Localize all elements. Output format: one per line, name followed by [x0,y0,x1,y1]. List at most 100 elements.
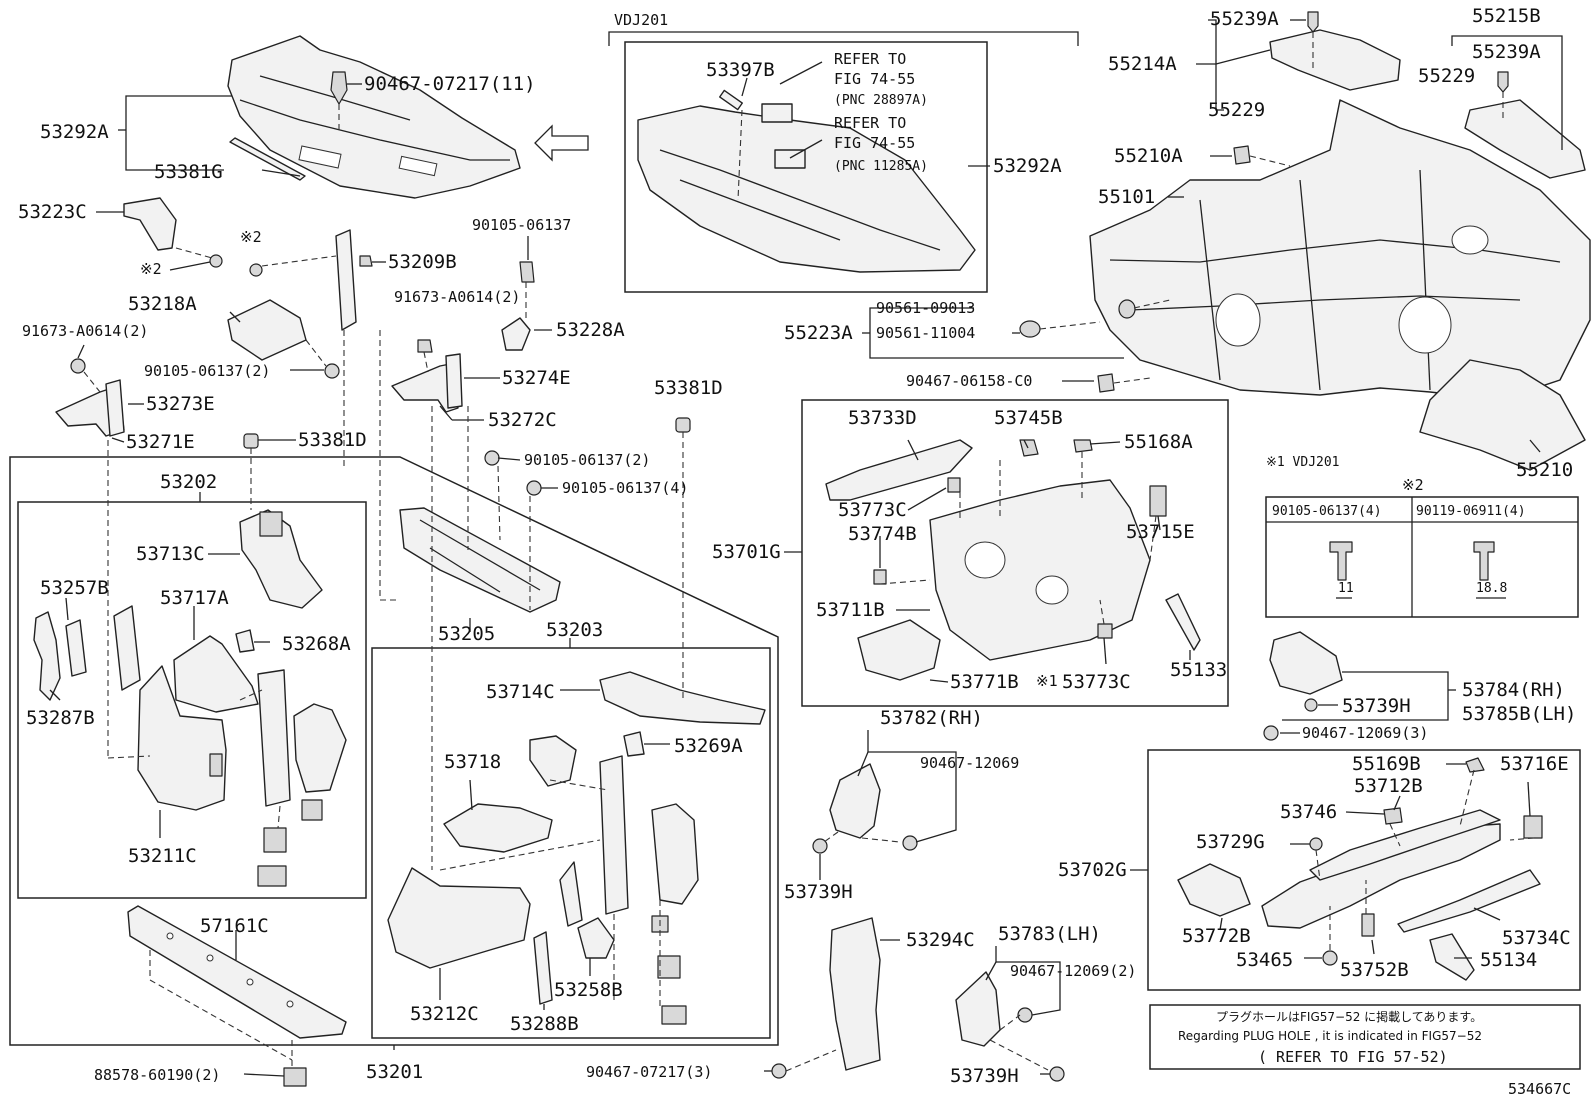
label-53203[interactable]: 53203 [546,619,603,641]
label-53272c[interactable]: 53272C [488,409,557,431]
label-90561-09013[interactable]: 90561-09013 [876,299,975,317]
label-55239a-right[interactable]: 55239A [1472,41,1541,63]
label-90105-06137[interactable]: 90105-06137 [472,216,571,234]
label-53381d-left[interactable]: 53381D [298,429,367,451]
label-53745b[interactable]: 53745B [994,407,1063,429]
label-55215b[interactable]: 55215B [1472,5,1541,27]
label-53717a[interactable]: 53717A [160,587,229,609]
label-53715e[interactable]: 53715E [1126,521,1195,543]
label-57161c[interactable]: 57161C [200,915,269,937]
label-53711b[interactable]: 53711B [816,599,885,621]
label-53784-rh[interactable]: 53784(RH) [1462,679,1565,701]
label-53746[interactable]: 53746 [1280,801,1337,823]
label-55210[interactable]: 55210 [1516,459,1573,481]
refer-1-line-a: REFER TO [834,50,906,68]
label-53465[interactable]: 53465 [1236,949,1293,971]
refer-2-line-a: REFER TO [834,114,906,132]
label-91673-a0614-2-mid[interactable]: 91673-A0614(2) [394,288,520,306]
label-90105-06137-2-b[interactable]: 90105-06137(2) [524,451,650,469]
label-55229-left[interactable]: 55229 [1208,99,1265,121]
label-55101[interactable]: 55101 [1098,186,1155,208]
label-90467-12069[interactable]: 90467-12069 [920,754,1019,772]
label-53702g[interactable]: 53702G [1058,859,1127,881]
label-53211c[interactable]: 53211C [128,845,197,867]
label-53712b[interactable]: 53712B [1354,775,1423,797]
label-55133[interactable]: 55133 [1170,659,1227,681]
label-53783-lh[interactable]: 53783(LH) [998,923,1101,945]
label-53294c[interactable]: 53294C [906,929,975,951]
label-90561-11004[interactable]: 90561-11004 [876,324,975,342]
label-53733d[interactable]: 53733D [848,407,917,429]
label-55134[interactable]: 55134 [1480,949,1537,971]
label-90467-07217-11[interactable]: 90467-07217(11) [364,73,536,95]
leader-lines [49,19,1563,1077]
label-55239a-top[interactable]: 55239A [1210,8,1279,30]
label-53772b[interactable]: 53772B [1182,925,1251,947]
label-90467-12069-2[interactable]: 90467-12069(2) [1010,962,1136,980]
label-53785b-lh[interactable]: 53785B(LH) [1462,703,1576,725]
label-53269a[interactable]: 53269A [674,735,743,757]
label-90467-12069-3[interactable]: 90467-12069(3) [1302,724,1428,742]
bolt-90105-06137-4[interactable]: 90105-06137(4) [1272,504,1382,519]
label-53271e[interactable]: 53271E [126,431,195,453]
label-88578-60190-2[interactable]: 88578-60190(2) [94,1066,220,1084]
refer-1-line-b: FIG 74-55 [834,70,915,88]
note-vdj201: ※1 VDJ201 [1266,455,1340,470]
label-53381g[interactable]: 53381G [154,161,223,183]
label-91673-a0614-2-left[interactable]: 91673-A0614(2) [22,322,148,340]
label-90105-06137-4[interactable]: 90105-06137(4) [562,479,688,497]
label-53739h-mid[interactable]: 53739H [784,881,853,903]
label-53773c-bottom[interactable]: 53773C [1062,671,1131,693]
label-53734c[interactable]: 53734C [1502,927,1571,949]
label-53739h-bottom[interactable]: 53739H [950,1065,1019,1087]
label-53201[interactable]: 53201 [366,1061,423,1083]
dimension-11: 11 [1338,581,1354,596]
label-53701g[interactable]: 53701G [712,541,781,563]
label-55229-right[interactable]: 55229 [1418,65,1475,87]
label-53257b[interactable]: 53257B [40,577,109,599]
label-53209b[interactable]: 53209B [388,251,457,273]
label-53258b[interactable]: 53258B [554,979,623,1001]
label-53718[interactable]: 53718 [444,751,501,773]
label-53292a-left[interactable]: 53292A [40,121,109,143]
label-53274e[interactable]: 53274E [502,367,571,389]
label-53228a[interactable]: 53228A [556,319,625,341]
mark-2-b: ※2 [140,260,162,278]
label-53218a[interactable]: 53218A [128,293,197,315]
mark-2-a: ※2 [240,228,262,246]
bolt-90119-06911-4[interactable]: 90119-06911(4) [1416,504,1526,519]
label-53771b[interactable]: 53771B [950,671,1019,693]
label-53714c[interactable]: 53714C [486,681,555,703]
label-53752b[interactable]: 53752B [1340,959,1409,981]
refer-2-line-b: FIG 74-55 [834,134,915,152]
label-53205[interactable]: 53205 [438,623,495,645]
label-53273e[interactable]: 53273E [146,393,215,415]
label-90105-06137-2-a[interactable]: 90105-06137(2) [144,362,270,380]
label-55223a[interactable]: 55223A [784,322,853,344]
label-53774b[interactable]: 53774B [848,523,917,545]
label-53223c[interactable]: 53223C [18,201,87,223]
label-55210a[interactable]: 55210A [1114,145,1183,167]
label-55214a[interactable]: 55214A [1108,53,1177,75]
label-53212c[interactable]: 53212C [410,1003,479,1025]
label-90467-07217-3[interactable]: 90467-07217(3) [586,1063,712,1081]
label-55169b[interactable]: 55169B [1352,753,1421,775]
part-shapes [33,11,1591,1087]
label-53202[interactable]: 53202 [160,471,217,493]
label-53716e[interactable]: 53716E [1500,753,1569,775]
label-53288b[interactable]: 53288B [510,1013,579,1035]
label-53782-rh[interactable]: 53782(RH) [880,707,983,729]
refer-2-line-c: (PNC 11285A) [834,159,928,174]
label-53287b[interactable]: 53287B [26,707,95,729]
label-55168a[interactable]: 55168A [1124,431,1193,453]
label-53739h-right[interactable]: 53739H [1342,695,1411,717]
label-53729g[interactable]: 53729G [1196,831,1265,853]
label-53713c[interactable]: 53713C [136,543,205,565]
label-90467-06158-c0[interactable]: 90467-06158-C0 [906,372,1032,390]
label-53397b[interactable]: 53397B [706,59,775,81]
label-53773c-top[interactable]: 53773C [838,499,907,521]
label-53292a-right[interactable]: 53292A [993,155,1062,177]
direction-arrow-shape [534,124,589,162]
label-53268a[interactable]: 53268A [282,633,351,655]
label-53381d-right[interactable]: 53381D [654,377,723,399]
